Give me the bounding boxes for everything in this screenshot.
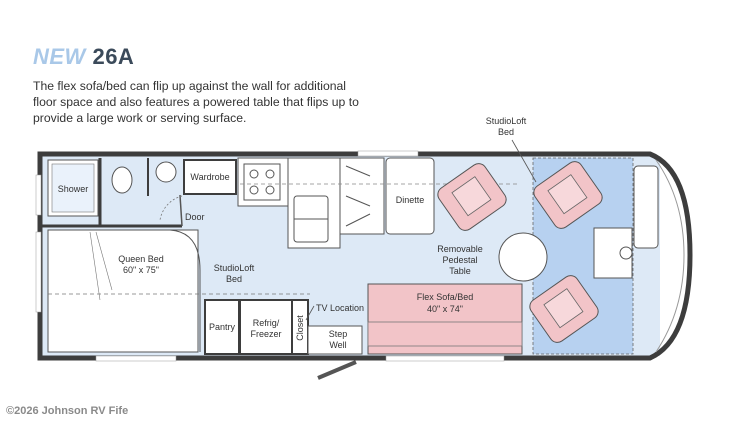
recliner-chair xyxy=(529,275,599,343)
queen-bed-label: Queen Bed xyxy=(118,254,164,264)
fridge-label-2: Freezer xyxy=(250,329,281,339)
flex-sofa-size: 40" x 74" xyxy=(427,304,463,314)
fridge-label: Refrig/ xyxy=(253,318,280,328)
new-label: NEW xyxy=(33,44,86,69)
studioloft-bed-rear-label: StudioLoft xyxy=(214,263,255,273)
studioloft-bed-front-label-2: Bed xyxy=(498,127,514,137)
recliner-chair xyxy=(533,161,603,229)
refrigerator xyxy=(239,299,293,355)
step-well-label-2: Well xyxy=(329,340,346,350)
entry-door xyxy=(317,360,357,380)
door-label: Door xyxy=(185,212,205,222)
recliner-chair xyxy=(437,163,507,231)
pantry xyxy=(204,299,240,355)
dash xyxy=(633,165,659,249)
studioloft-bed-front-label: StudioLoft xyxy=(486,116,527,126)
queen-bed xyxy=(47,229,199,353)
closet-label: Closet xyxy=(295,315,305,341)
step-well-label: Step xyxy=(329,329,348,339)
step-well xyxy=(307,325,363,355)
queen-bed-size: 60" x 75" xyxy=(123,265,159,275)
tv-location-label: TV Location xyxy=(316,303,364,313)
outer-wall xyxy=(37,151,693,361)
sink xyxy=(155,161,177,183)
flex-sofa-label: Flex Sofa/Bed xyxy=(417,292,474,302)
removable-label: Removable xyxy=(437,244,483,254)
dinette-label: Dinette xyxy=(396,195,425,205)
table-label: Table xyxy=(449,266,471,276)
model-description: The flex sofa/bed can flip up against th… xyxy=(33,79,359,125)
shower-label: Shower xyxy=(58,184,89,194)
wardrobe-label: Wardrobe xyxy=(190,172,229,182)
studioloft-bed-rear-label-2: Bed xyxy=(226,274,242,284)
model-title: NEW 26A xyxy=(33,44,134,70)
copyright: ©2026 Johnson RV Fife xyxy=(6,405,129,417)
pantry-label: Pantry xyxy=(209,322,236,332)
pedestal-table xyxy=(498,232,548,282)
wardrobe xyxy=(183,159,237,195)
toilet xyxy=(111,166,133,194)
dinette xyxy=(385,157,435,235)
pedestal-label: Pedestal xyxy=(442,255,477,265)
cooktop xyxy=(243,163,281,201)
steering-wheel-icon xyxy=(619,246,633,260)
dinette-seat-rear xyxy=(339,157,385,235)
model-name: 26A xyxy=(92,44,135,69)
